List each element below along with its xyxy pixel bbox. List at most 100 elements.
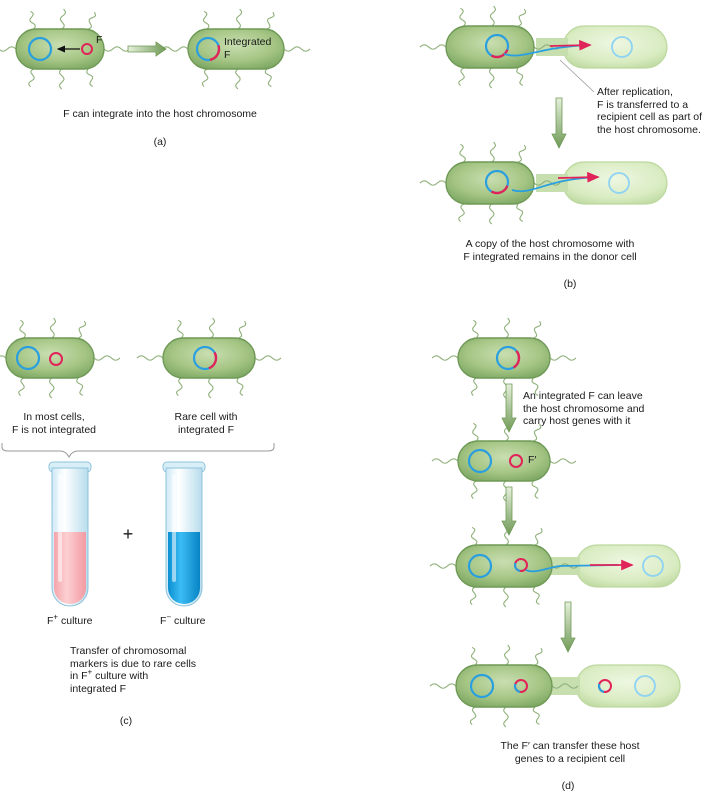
integrated-f-segment [208,351,218,370]
flagellum [431,355,459,361]
flagellum [49,317,56,339]
flagellum [533,423,542,442]
host-gene-segment [513,562,521,572]
f-plasmid-ring [81,43,93,55]
f-plasmid-label: F [96,34,103,46]
flagellum [19,319,26,339]
panel-d-f-prime-cell [431,420,577,502]
panel-c-rare-cell [136,317,282,399]
f-prime-transferred-dna [525,564,619,573]
flagellum [489,67,495,89]
chromosome-ring [469,673,495,699]
panel-b-recipient-1-body [562,25,668,69]
panel-b-recipient-2-body [562,161,668,205]
flagellum [503,706,509,728]
flagellum [459,7,466,27]
panel-b-recipient-1 [562,25,668,69]
transferred-f-leading [557,171,600,183]
flagellum [177,319,184,339]
tube-highlight [58,474,62,582]
chromosome-ring [15,345,41,371]
panel-d-bridge-2 [550,677,580,695]
panel-c-most-chromosome [15,345,41,371]
flagellum [28,68,35,88]
flagellum [236,8,243,30]
panel-d-f-prime-chromosome [467,448,493,474]
integrated-f-label: Integrated F [224,36,272,61]
flagellum [266,11,275,30]
flagellum [471,480,478,500]
flagellum [503,317,511,339]
host-gene-segment [597,683,605,693]
f-plasmid-ring [509,454,523,468]
panel-b-recipient-chromosome-2 [608,172,630,194]
flagellum [238,320,247,339]
panel-d-down-arrow-1 [501,383,517,433]
flagellum [489,203,495,225]
panel-d-recipient-2 [575,664,681,708]
integrated-f-leaves-note: An integrated F can leave the host chrom… [523,390,645,427]
panel-b-transfer-1 [503,39,592,57]
transferred-f-leading [549,39,592,51]
panel-d-recipient-2-body [575,664,681,708]
flagellum [489,5,496,27]
flagellum [76,377,84,396]
flagellum [59,8,66,30]
flagellum [235,68,241,90]
f-prime-label: F′ [528,454,537,466]
flagellum [472,422,479,442]
flagellum [18,377,25,397]
flagellum [29,10,36,30]
panel-a-label: (a) [153,136,167,148]
left-cell-caption: In most cells, F is not integrated [11,411,97,436]
panel-b-label: (b) [563,278,577,290]
flagellum [86,68,94,87]
replication-note: After replication, F is transferred to a… [597,86,703,136]
panel-d-final-plasmid [513,679,528,693]
flagellum [549,355,577,361]
panel-b-donor-chromosome-2 [484,169,510,195]
panel-d-transfer-cell-body [455,544,553,588]
panel-c-caption: Transfer of chromosomal markers is due t… [70,645,197,695]
flagellum [458,203,465,223]
panel-b-donor-1 [419,5,561,89]
flagellum [201,68,209,88]
flagellum [208,317,216,339]
flagellum [161,46,189,52]
flagellum [236,377,244,396]
chromosome-ring [467,553,493,579]
f-plus-culture-tube [48,461,92,607]
panel-c-rare-chromosome [192,345,218,371]
flagellum [0,46,17,52]
flagellum [504,644,511,666]
chromosome-ring [27,36,53,62]
flagellum [459,143,466,163]
flagellum [469,586,477,606]
flagellum [77,320,87,339]
panel-d-final-chromosome [469,673,495,699]
right-cell-caption: Rare cell with integrated F [174,411,238,436]
panel-b-donor-chromosome-1 [484,33,510,59]
flagellum [517,144,527,163]
host-gene-segment [513,683,521,693]
flagellum [93,355,121,361]
panel-a-caption: F can integrate into the host chromosome [63,108,257,120]
integrated-f-segment [512,350,521,369]
flagellum [533,180,561,186]
panel-d-f-prime-plasmid [509,454,523,468]
flagellum [87,11,97,30]
f-minus-culture-label: F− culture [160,612,206,627]
flagellum [431,458,459,464]
flagellum [532,706,540,725]
flagellum [472,319,479,339]
flagellum [103,46,131,52]
flagellum [419,180,447,186]
note-pointer [559,59,595,93]
flagellum [551,683,579,689]
flagellum [471,377,478,397]
flagellum [531,480,539,499]
flagellum [264,68,272,87]
flagellum [533,320,542,339]
flagellum [176,377,183,397]
integrated-f-segment [490,49,509,59]
